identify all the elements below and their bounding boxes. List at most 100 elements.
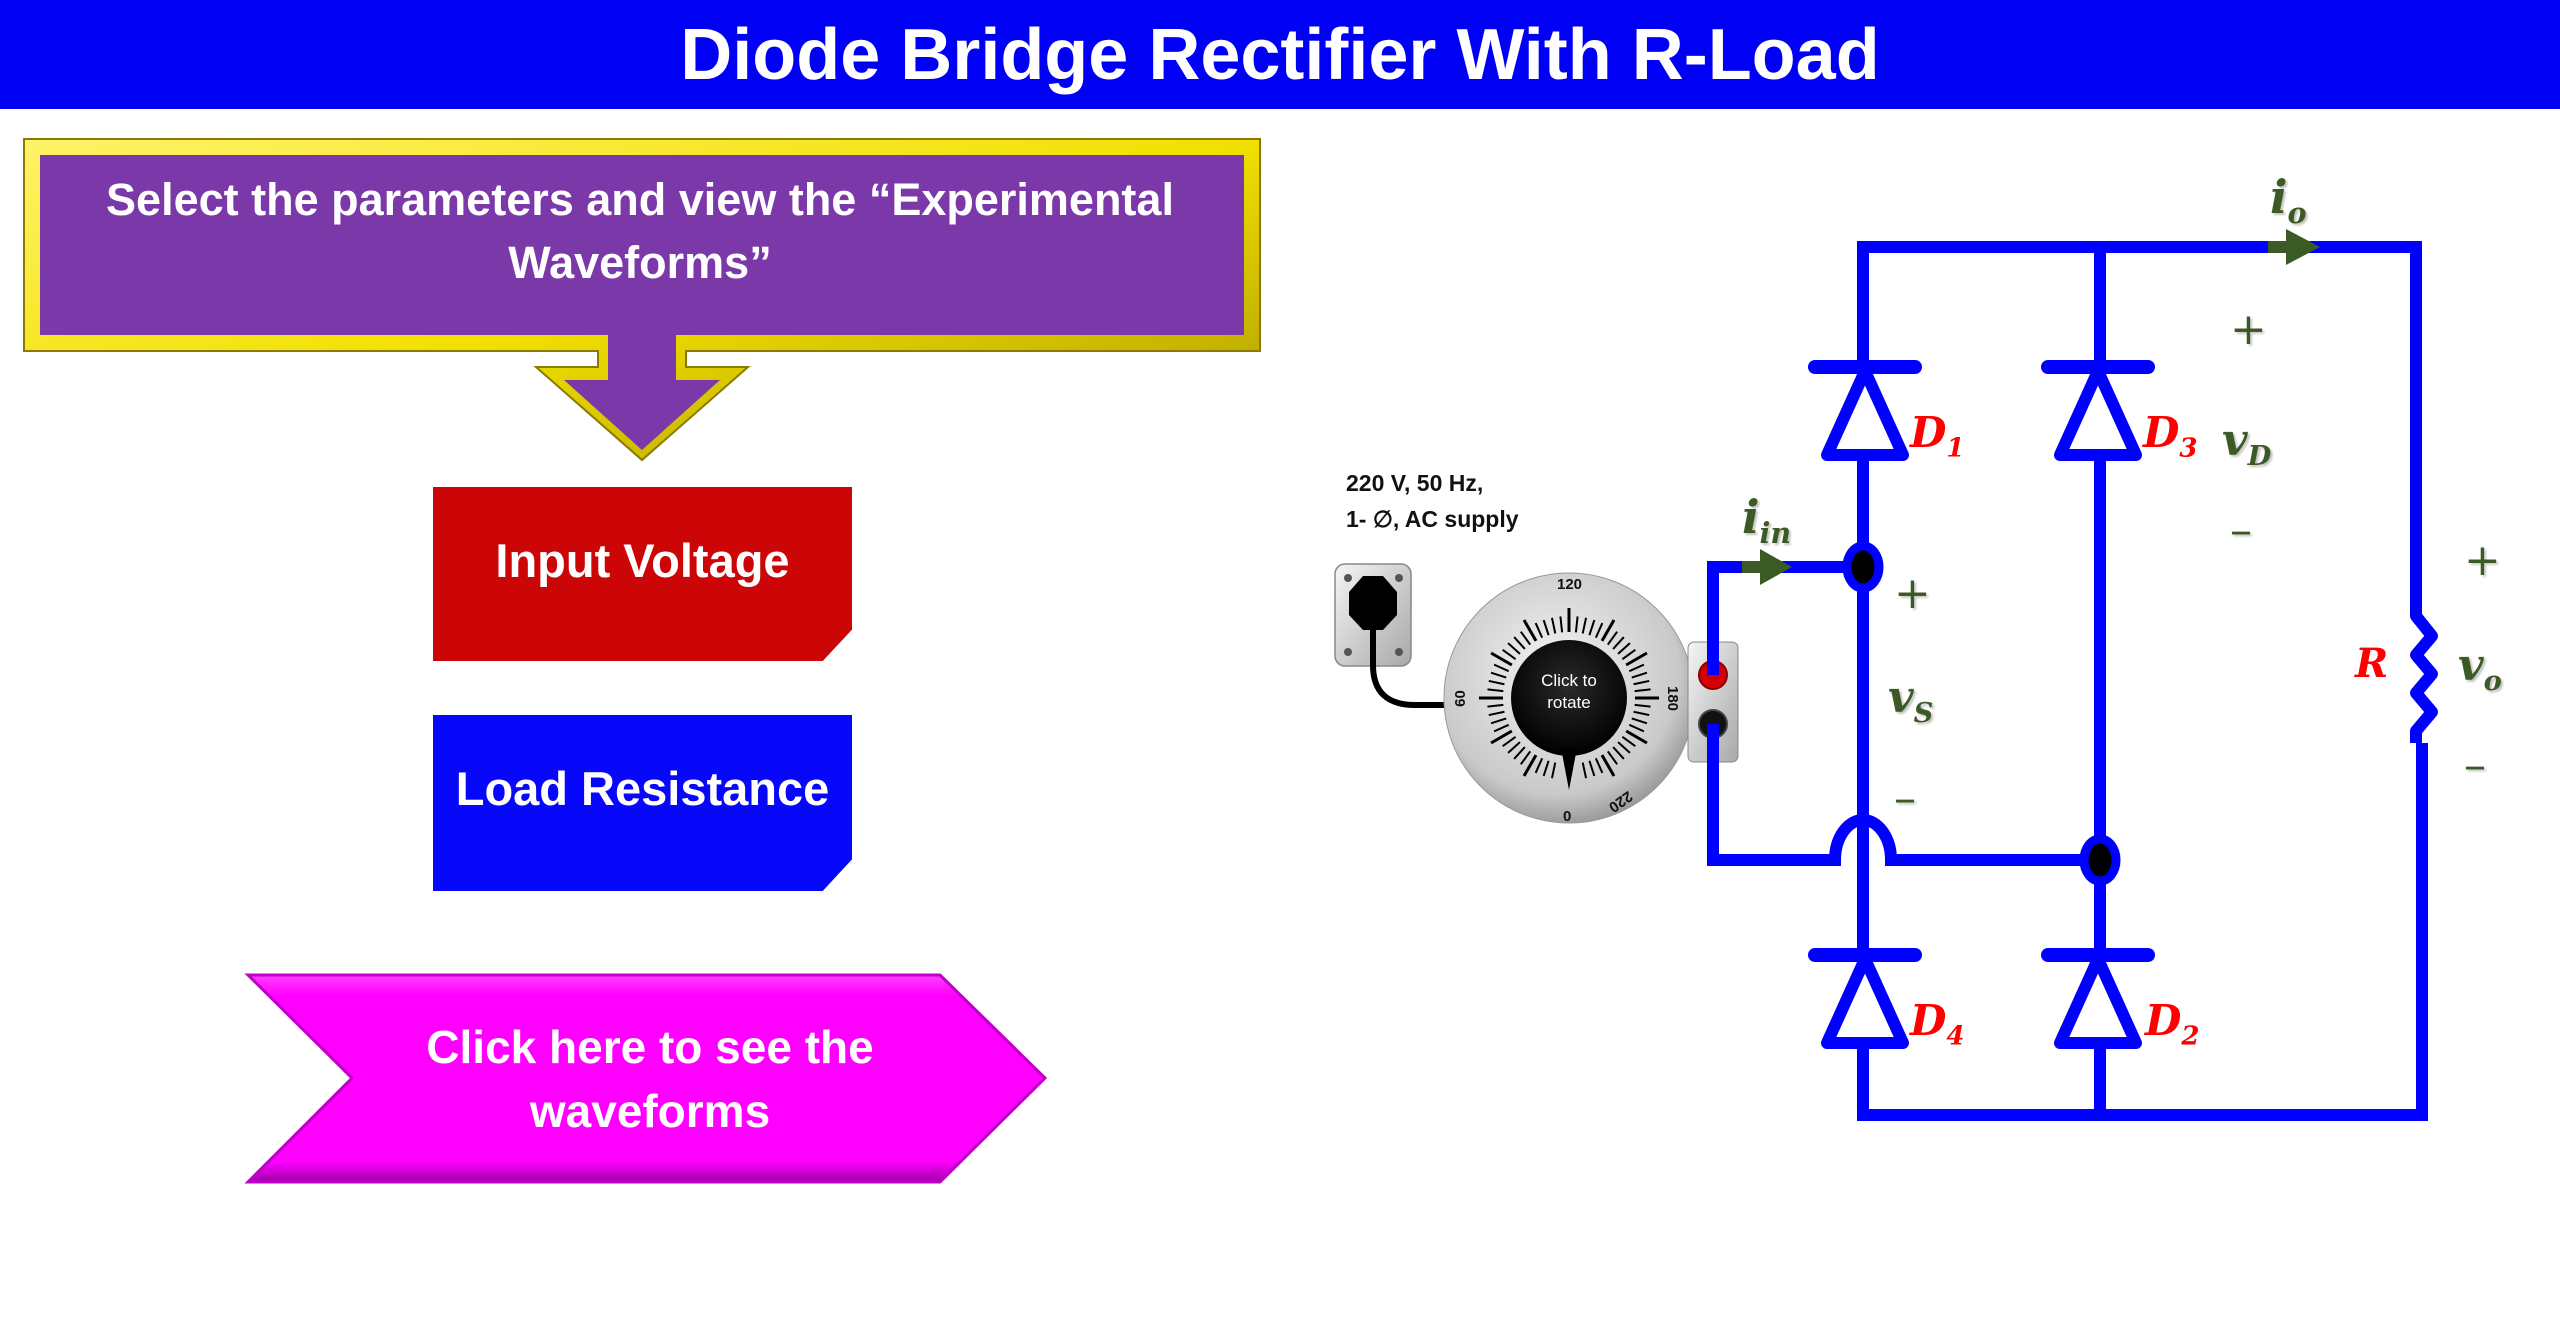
dial-tick: [1574, 616, 1579, 633]
dial-tick: [1600, 754, 1616, 777]
dial-pointer-icon: [1561, 748, 1577, 790]
dial-tick: [1633, 710, 1650, 717]
diode-d4-icon: [1808, 948, 1922, 1049]
diode-label-d1: D1: [1910, 408, 1965, 464]
dial-tick: [1581, 762, 1588, 779]
dial-tick: [1490, 717, 1507, 725]
source-voltage-label: vS: [1888, 672, 1934, 729]
diode-d1-icon: [1808, 360, 1922, 461]
dial-tick: [1542, 760, 1550, 777]
dial-tick: [1617, 741, 1631, 754]
dial-tick: [1634, 688, 1651, 693]
dial-tick: [1600, 619, 1616, 642]
supply-line-1: 220 V, 50 Hz,: [1346, 470, 1484, 496]
dial-tick: [1625, 729, 1648, 745]
instruction-callout: [23, 138, 1261, 462]
node-ac-minus: [2079, 834, 2121, 886]
dial-tick: [1493, 663, 1510, 673]
input-voltage-label: Input Voltage: [495, 534, 790, 587]
dial-knob[interactable]: [1511, 640, 1627, 756]
dial-tick: [1513, 746, 1526, 760]
dial-tick: [1634, 703, 1651, 708]
variac-assembly: [1334, 563, 1739, 824]
dial-tick: [1606, 750, 1619, 765]
io-arrow-icon: [2268, 229, 2320, 265]
resistor-icon: [2410, 609, 2438, 743]
title-bar: Diode Bridge Rectifier With R-Load: [0, 0, 2560, 109]
dial-tick: [1588, 760, 1596, 777]
vd-minus-sign: –: [2230, 505, 2252, 556]
dial-tick: [1617, 642, 1631, 655]
diode-voltage-label: vD: [2222, 415, 2272, 472]
output-current-label: io: [2270, 170, 2307, 231]
dial-tick: [1487, 703, 1504, 708]
dial-tick: [1550, 762, 1557, 779]
dial-tick: [1612, 636, 1625, 650]
dial-tick: [1628, 663, 1645, 673]
dial-tick: [1534, 757, 1544, 774]
top-rail-wire: [1863, 241, 2422, 609]
variac-dial[interactable]: [1443, 572, 1695, 824]
dial-tick: [1488, 679, 1505, 686]
input-current-label: iin: [1742, 490, 1792, 551]
dial-tick: [1621, 648, 1636, 661]
dial-tick: [1631, 671, 1648, 679]
vs-plus-sign: +: [1894, 568, 1931, 619]
supply-label: 220 V, 50 Hz, 1- ∅, AC supply: [1346, 465, 1519, 537]
vs-minus-sign: –: [1894, 773, 1916, 824]
supply-line-2: 1- ∅, AC supply: [1346, 506, 1519, 532]
dial-tick: [1534, 622, 1544, 639]
diode-d2-icon: [2041, 948, 2155, 1049]
vo-plus-sign: +: [2464, 535, 2501, 586]
resistor-label: R: [2355, 640, 2389, 687]
dial-tick: [1507, 741, 1521, 754]
dial-tick: [1519, 631, 1532, 646]
source-wire-bottom: [1707, 724, 2100, 866]
dial-tick: [1490, 651, 1513, 667]
dial-tick: [1522, 754, 1538, 777]
dial-tick: [1488, 710, 1505, 717]
dial-tick: [1493, 723, 1510, 733]
bottom-rail-wire: [1857, 743, 2428, 1121]
iin-arrow-icon: [1742, 549, 1792, 585]
instruction-text: Select the parameters and view the “Expe…: [106, 174, 1174, 288]
load-resistance-label: Load Resistance: [455, 762, 830, 815]
dial-tick: [1612, 746, 1625, 760]
dial-tick: [1588, 619, 1596, 636]
dial-tick: [1625, 651, 1648, 667]
vo-minus-sign: –: [2464, 740, 2486, 791]
waveforms-button[interactable]: [240, 965, 1060, 1195]
dial-ticks: [1479, 608, 1659, 779]
dial-tick: [1594, 622, 1604, 639]
diode-d3-icon: [2041, 360, 2155, 461]
dial-scale-0: 0: [1563, 808, 1572, 825]
diode-label-d3: D3: [2143, 408, 2198, 464]
dial-scale-120: 120: [1557, 576, 1583, 593]
source-wire-top: [1707, 561, 1863, 675]
dial-tick: [1522, 619, 1538, 642]
dial-tick: [1594, 757, 1604, 774]
dial-tick: [1490, 729, 1513, 745]
dial-tick: [1513, 636, 1526, 650]
dial-tick: [1487, 688, 1504, 693]
dial-tick: [1550, 617, 1557, 634]
dial-tick: [1633, 679, 1650, 686]
dial-tick: [1519, 750, 1532, 765]
diode-label-d2: D2: [2145, 996, 2200, 1052]
page-title: Diode Bridge Rectifier With R-Load: [680, 14, 1880, 95]
dial-tick: [1581, 617, 1588, 634]
output-voltage-label: vo: [2458, 640, 2502, 697]
dial-tick: [1621, 735, 1636, 748]
load-resistance-button[interactable]: Load Resistance: [433, 715, 852, 891]
dial-tick: [1502, 648, 1517, 661]
dial-tick: [1502, 735, 1517, 748]
power-cord: [1370, 630, 1447, 708]
dial-tick: [1559, 616, 1564, 633]
vd-plus-sign: +: [2230, 304, 2267, 355]
dial-tick: [1606, 631, 1619, 646]
dial-tick: [1490, 671, 1507, 679]
dial-tick: [1628, 723, 1645, 733]
diode-label-d4: D4: [1910, 996, 1965, 1052]
dial-tick: [1542, 619, 1550, 636]
